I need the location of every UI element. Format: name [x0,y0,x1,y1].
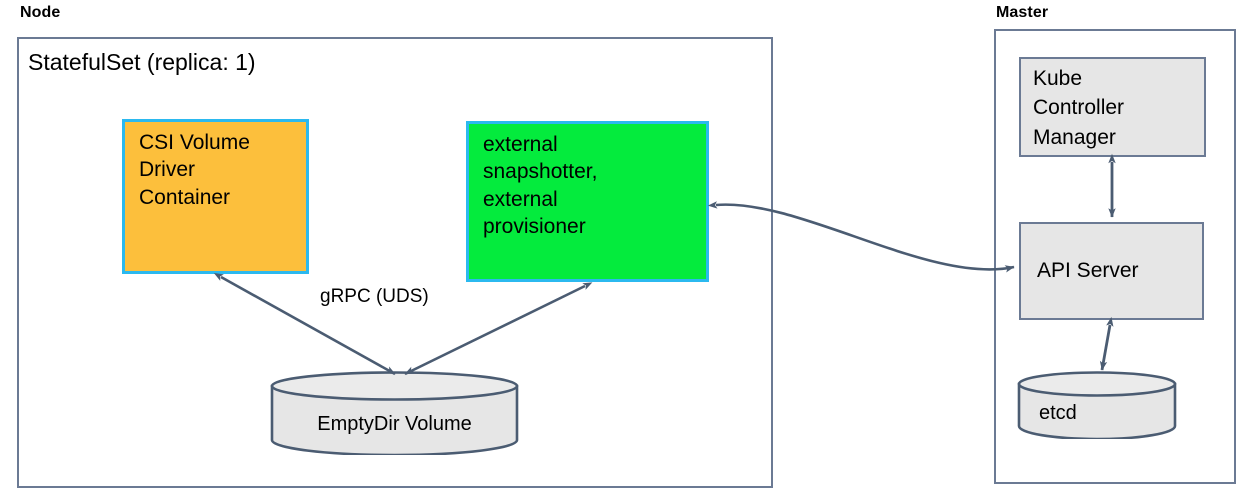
node-group-label: Node [20,4,61,21]
external-sidecars-label: external snapshotter, external provision… [483,133,598,238]
external-sidecars-box[interactable]: external snapshotter, external provision… [466,121,709,282]
grpc-uds-edge-label: gRPC (UDS) [320,286,429,307]
kube-controller-manager-label: Kube Controller Manager [1033,67,1125,149]
master-group-label: Master [996,4,1049,21]
api-server-box[interactable]: API Server [1019,222,1204,320]
csi-volume-driver-container-box[interactable]: CSI Volume Driver Container [122,119,309,274]
statefulset-title: StatefulSet (replica: 1) [28,49,256,75]
etcd-cylinder[interactable]: etcd [1017,371,1177,441]
csi-volume-driver-container-label: CSI Volume Driver Container [139,131,250,209]
api-server-label: API Server [1037,259,1139,283]
kube-controller-manager-box[interactable]: Kube Controller Manager [1019,57,1206,157]
emptydir-volume-shape [270,371,519,457]
emptydir-volume-cylinder[interactable]: EmptyDir Volume [270,371,519,457]
etcd-shape [1017,371,1177,441]
